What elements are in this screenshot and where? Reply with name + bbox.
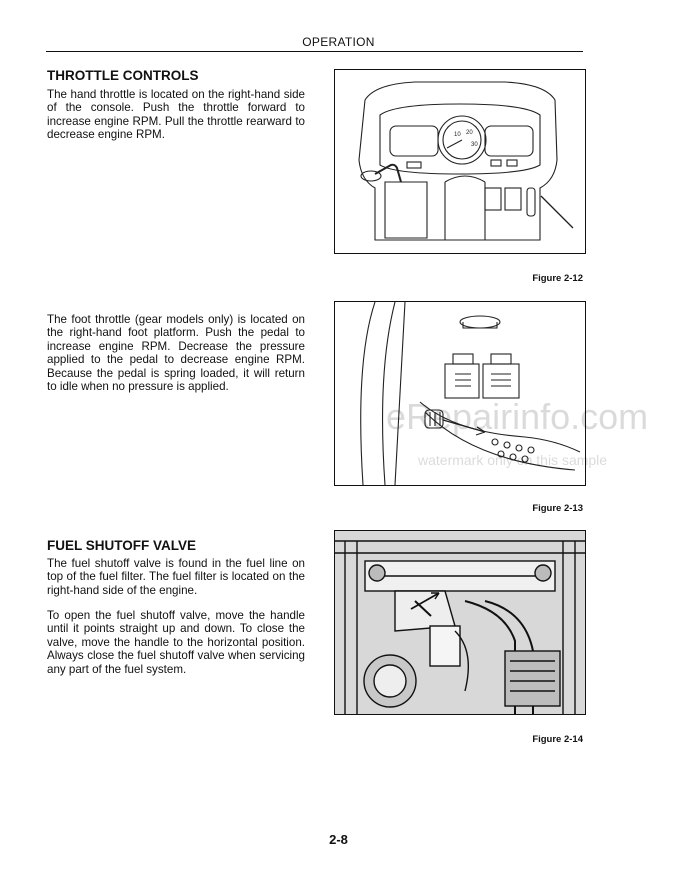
figure-caption-2-13: Figure 2-13: [532, 503, 583, 514]
page-number: 2-8: [329, 832, 348, 847]
running-header: OPERATION: [302, 35, 375, 49]
gauge-label-30: 30: [471, 142, 478, 148]
engine-drawing: [335, 531, 585, 714]
throttle-hand-paragraph: The hand throttle is located on the righ…: [47, 88, 305, 142]
section-heading-fuel-shutoff-valve: FUEL SHUTOFF VALVE: [47, 538, 197, 553]
header-rule: [46, 51, 583, 52]
dashboard-drawing: 10 20 30: [358, 81, 574, 241]
watermark-site: eRepairinfo.com: [386, 396, 649, 437]
watermark-sample-note: watermark only on this sample: [418, 452, 608, 468]
figure-2-13-foot-throttle-illustration: [334, 301, 586, 486]
gauge-label-20: 20: [466, 130, 473, 136]
foot-throttle-drawing: [360, 302, 581, 485]
figure-caption-2-14: Figure 2-14: [532, 734, 583, 745]
figure-2-12-dashboard-illustration: 10 20 30: [334, 69, 586, 254]
fuel-shutoff-location-paragraph: The fuel shutoff valve is found in the f…: [47, 557, 305, 597]
figure-caption-2-12: Figure 2-12: [532, 273, 583, 284]
section-heading-throttle-controls: THROTTLE CONTROLS: [47, 68, 199, 83]
gauge-label-10: 10: [454, 132, 461, 138]
fuel-shutoff-operation-paragraph: To open the fuel shutoff valve, move the…: [47, 609, 305, 676]
foot-throttle-paragraph: The foot throttle (gear models only) is …: [47, 313, 305, 394]
figure-2-14-engine-photo: [334, 530, 586, 715]
